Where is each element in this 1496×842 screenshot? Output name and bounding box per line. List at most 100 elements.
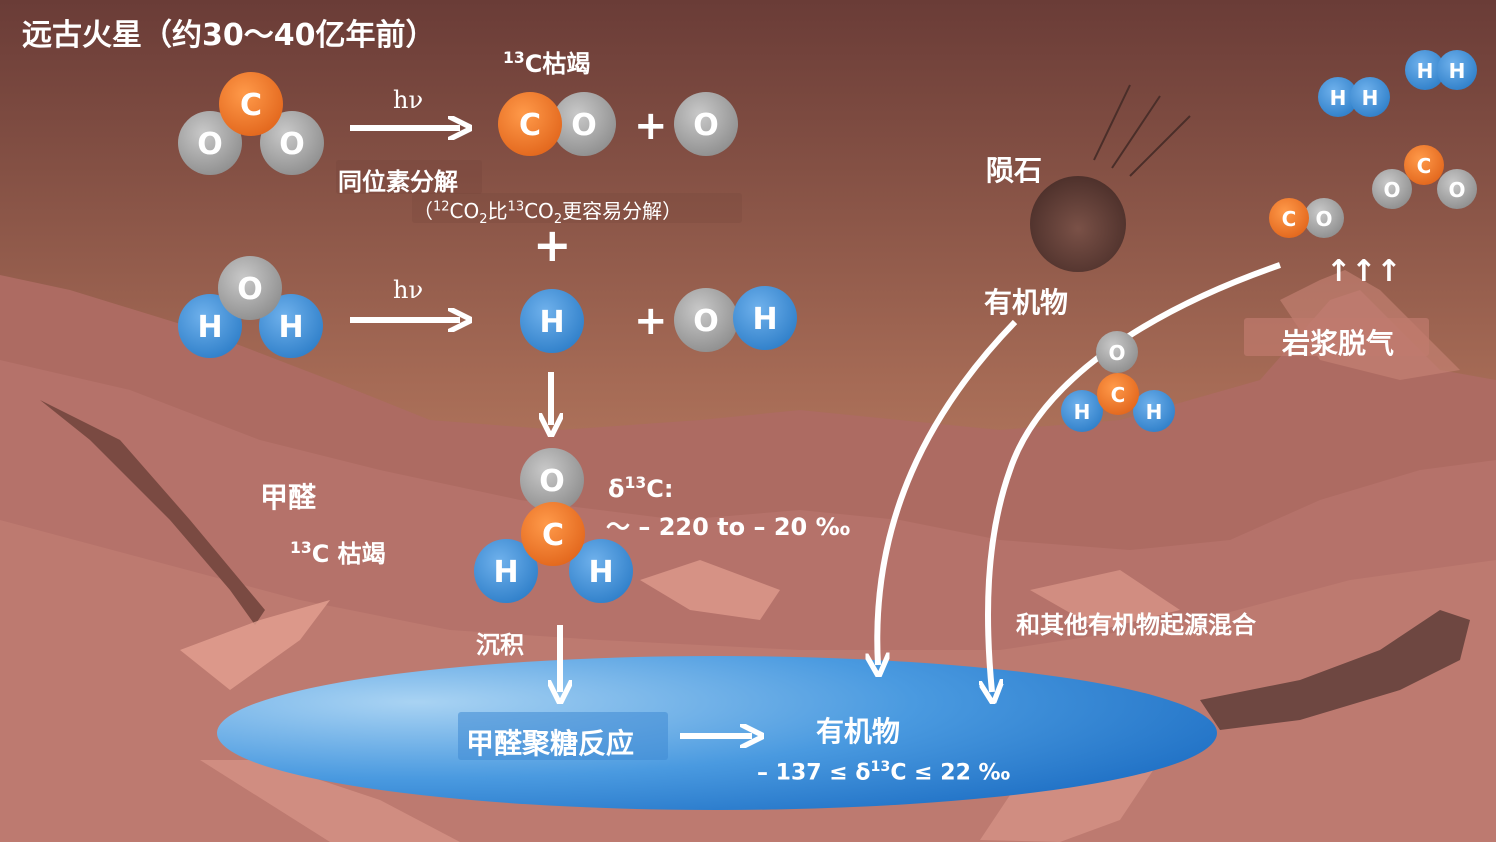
atom-oxygen xyxy=(1372,169,1412,209)
isotope-decomposition-label: 同位素分解 xyxy=(338,168,458,196)
atom-label-h: H xyxy=(752,302,777,337)
atom-label-c: C xyxy=(1111,383,1126,407)
ridge-shadow-left xyxy=(40,400,265,625)
atom-label-o: O xyxy=(197,127,223,162)
atom-label-o: O xyxy=(693,108,719,143)
atom-oxygen xyxy=(552,92,616,156)
atom-hydrogen xyxy=(520,289,584,353)
atom-label-o: O xyxy=(1315,207,1332,231)
atom-hydrogen xyxy=(1350,77,1390,117)
oh-product: O H xyxy=(674,286,797,352)
magma-box xyxy=(1244,318,1429,356)
meteorite-formaldehyde: O C H H xyxy=(1061,331,1175,432)
organics-delta-range: – 137 ≤ δ13C ≤ 22 ‰ xyxy=(757,759,1011,786)
rock-highlight-5 xyxy=(200,760,460,842)
delta-c13-label: δ13C: xyxy=(608,474,674,503)
atom-label-c: C xyxy=(1417,154,1432,178)
meteor-streak-1 xyxy=(1093,84,1131,161)
meteor-streak-3 xyxy=(1129,115,1191,177)
isotope-note: （12CO2比13CO2更容易分解） xyxy=(413,199,683,227)
atom-oxygen xyxy=(1304,198,1344,238)
atom-label-o: O xyxy=(1448,178,1465,202)
atom-label-o: O xyxy=(1383,178,1400,202)
magma-arrow xyxy=(988,262,1281,692)
atom-label-h: H xyxy=(197,310,222,345)
atom-carbon xyxy=(219,72,283,136)
atom-carbon xyxy=(521,502,585,566)
atom-oxygen xyxy=(178,111,242,175)
photon-label-top: hν xyxy=(393,86,424,114)
atom-oxygen xyxy=(218,256,282,320)
atom-label-c: C xyxy=(542,518,564,553)
isotope-note-box xyxy=(412,193,742,223)
atom-carbon xyxy=(498,92,562,156)
isotope-box xyxy=(336,160,482,194)
atom-label-h: H xyxy=(278,310,303,345)
atom-label-c: C xyxy=(1282,207,1297,231)
h2-molecule-1: H H xyxy=(1318,77,1390,117)
atom-hydrogen xyxy=(1061,390,1103,432)
meteorite-rock xyxy=(1030,176,1126,272)
atom-label-h: H xyxy=(493,555,518,590)
formose-reaction-label: 甲醛聚糖反应 xyxy=(466,727,635,760)
atom-hydrogen xyxy=(569,539,633,603)
formaldehyde-molecule: O C H H xyxy=(474,448,633,603)
atom-label-h: H xyxy=(1449,59,1466,83)
meteorite-label: 陨石 xyxy=(986,154,1043,187)
formaldehyde-label: 甲醛 xyxy=(260,481,317,514)
meteor-streak-2 xyxy=(1111,95,1161,169)
atom-label-h: H xyxy=(1146,400,1163,424)
rock-highlight-3 xyxy=(1030,570,1180,630)
atom-label-h: H xyxy=(1330,86,1347,110)
h-product: H xyxy=(520,289,584,353)
co-product: C O xyxy=(498,92,616,156)
organics-label: 有机物 xyxy=(816,715,901,748)
atom-label-o: O xyxy=(571,108,597,143)
atom-label-h: H xyxy=(1074,400,1091,424)
co2-molecule: O O C xyxy=(178,72,324,175)
ridge-shadow-right xyxy=(1200,610,1470,730)
h2-molecule-2: H H xyxy=(1405,50,1477,90)
page-title: 远古火星（约30～40亿年前） xyxy=(22,18,436,53)
atom-label-h: H xyxy=(1362,86,1379,110)
atom-label-c: C xyxy=(519,108,541,143)
o-product: O xyxy=(674,92,738,156)
atom-label-o: O xyxy=(237,272,263,307)
atom-label-h: H xyxy=(1417,59,1434,83)
atom-oxygen xyxy=(1437,169,1477,209)
c13-depleted-label: 13C枯竭 xyxy=(503,49,591,78)
atom-carbon xyxy=(1404,145,1444,185)
photon-label-mid: hν xyxy=(393,276,424,304)
plus-sign-1: + xyxy=(634,103,668,149)
atom-hydrogen xyxy=(1437,50,1477,90)
atom-carbon xyxy=(1097,373,1139,415)
atom-label-h: H xyxy=(539,305,564,340)
atom-label-h: H xyxy=(588,555,613,590)
co-molecule-small: C O xyxy=(1269,198,1344,238)
atom-carbon xyxy=(1269,198,1309,238)
atom-oxygen xyxy=(260,111,324,175)
atom-hydrogen xyxy=(259,294,323,358)
atom-label-c: C xyxy=(240,88,262,123)
co2-molecule-small: O O C xyxy=(1372,145,1477,209)
atom-hydrogen xyxy=(474,539,538,603)
meteorite-organics-label: 有机物 xyxy=(984,286,1069,319)
atom-oxygen xyxy=(674,92,738,156)
atom-hydrogen xyxy=(1133,390,1175,432)
atom-label-o: O xyxy=(1108,341,1125,365)
atom-hydrogen xyxy=(1405,50,1445,90)
formose-box xyxy=(458,712,668,760)
gas-rising-arrows: ↑↑↑ xyxy=(1326,254,1402,289)
atom-label-o: O xyxy=(279,127,305,162)
atom-oxygen xyxy=(520,448,584,512)
atom-label-o: O xyxy=(539,464,565,499)
plus-sign-2: + xyxy=(533,218,572,272)
magma-degassing-label: 岩浆脱气 xyxy=(1282,327,1395,360)
mixing-label: 和其他有机物起源混合 xyxy=(1016,611,1256,639)
atom-oxygen xyxy=(1096,331,1138,373)
atom-hydrogen xyxy=(1318,77,1358,117)
h2o-molecule: H H O xyxy=(178,256,323,358)
delta-c13-range: ～ – 220 to – 20 ‰ xyxy=(606,513,851,541)
rock-highlight-1 xyxy=(180,600,330,690)
